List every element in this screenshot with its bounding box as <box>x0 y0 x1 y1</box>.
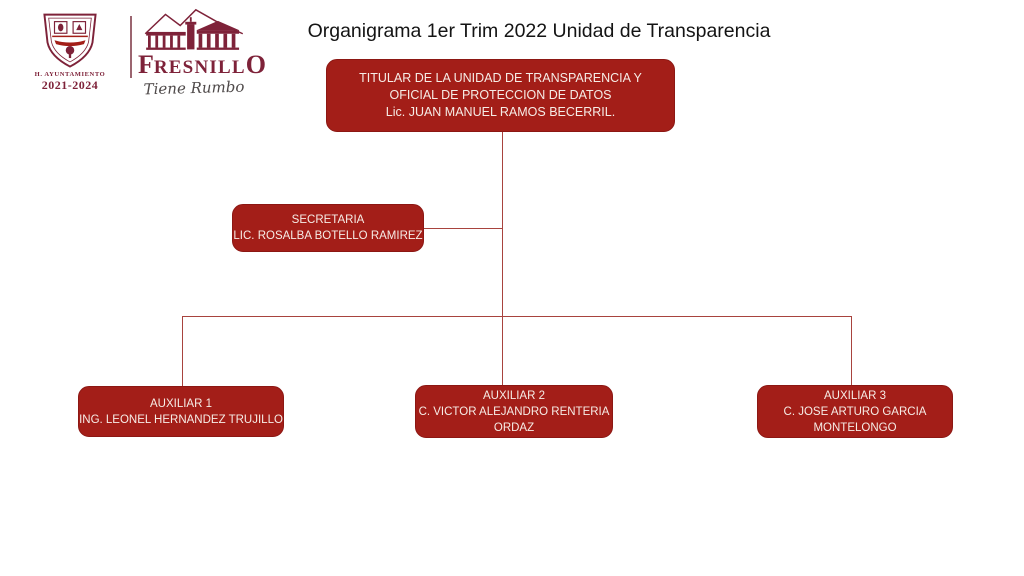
node-text-line: ORDAZ <box>493 421 535 434</box>
connector-aux3-drop <box>851 316 852 385</box>
coat-of-arms-icon <box>43 13 97 68</box>
council-label: H. AYUNTAMIENTO <box>34 71 106 78</box>
wordmark-initial: F <box>138 50 154 79</box>
page-title: Organigrama 1er Trim 2022 Unidad de Tran… <box>307 20 771 42</box>
org-node-titular: TITULAR DE LA UNIDAD DE TRANSPARENCIA Y O… <box>326 59 675 132</box>
connector-distribution-bar <box>182 316 852 317</box>
connector-aux1-drop <box>182 316 183 386</box>
org-node-secretaria: SECRETARIA LIC. ROSALBA BOTELLO RAMIREZ <box>232 204 424 252</box>
org-wordmark: FRESNILLO <box>138 50 266 79</box>
node-text-line: AUXILIAR 1 <box>150 397 212 410</box>
wordmark-middle: RESNILL <box>153 57 246 78</box>
brand-logo: H. AYUNTAMIENTO 2021-2024 <box>18 6 266 106</box>
wordmark-block: FRESNILLO Tiene Rumbo <box>138 8 266 99</box>
node-text-line: SECRETARIA <box>291 214 365 226</box>
connector-root-vertical <box>502 132 503 385</box>
logo-divider <box>130 16 132 78</box>
node-text-line: TITULAR DE LA UNIDAD DE TRANSPARENCIA Y <box>359 71 642 85</box>
council-caption: H. AYUNTAMIENTO 2021-2024 <box>18 71 122 93</box>
council-term: 2021-2024 <box>41 78 99 92</box>
org-node-auxiliar-3: AUXILIAR 3 C. JOSE ARTURO GARCIA MONTELONG… <box>757 385 953 438</box>
bridge-icon <box>144 8 244 50</box>
wordmark-final: O <box>245 50 266 79</box>
node-text-line: ING. LEONEL HERNANDEZ TRUJILLO <box>79 413 283 426</box>
node-text-line: AUXILIAR 2 <box>483 389 545 402</box>
org-node-auxiliar-1: AUXILIAR 1 ING. LEONEL HERNANDEZ TRUJILLO <box>78 386 284 437</box>
node-text-line: Lic. JUAN MANUEL RAMOS BECERRIL. <box>385 105 616 119</box>
node-text-line: OFICIAL DE PROTECCION DE DATOS <box>389 88 612 102</box>
node-text-line: MONTELONGO <box>813 421 897 434</box>
node-text-line: C. VICTOR ALEJANDRO RENTERIA <box>418 405 610 418</box>
org-node-auxiliar-2: AUXILIAR 2 C. VICTOR ALEJANDRO RENTERIA OR… <box>415 385 613 438</box>
node-text-line: C. JOSE ARTURO GARCIA <box>783 405 927 418</box>
connector-secretary-horizontal <box>424 228 502 229</box>
brand-tagline: Tiene Rumbo <box>143 77 245 99</box>
node-text-line: AUXILIAR 3 <box>824 389 886 402</box>
node-text-line: LIC. ROSALBA BOTELLO RAMIREZ <box>233 230 423 242</box>
